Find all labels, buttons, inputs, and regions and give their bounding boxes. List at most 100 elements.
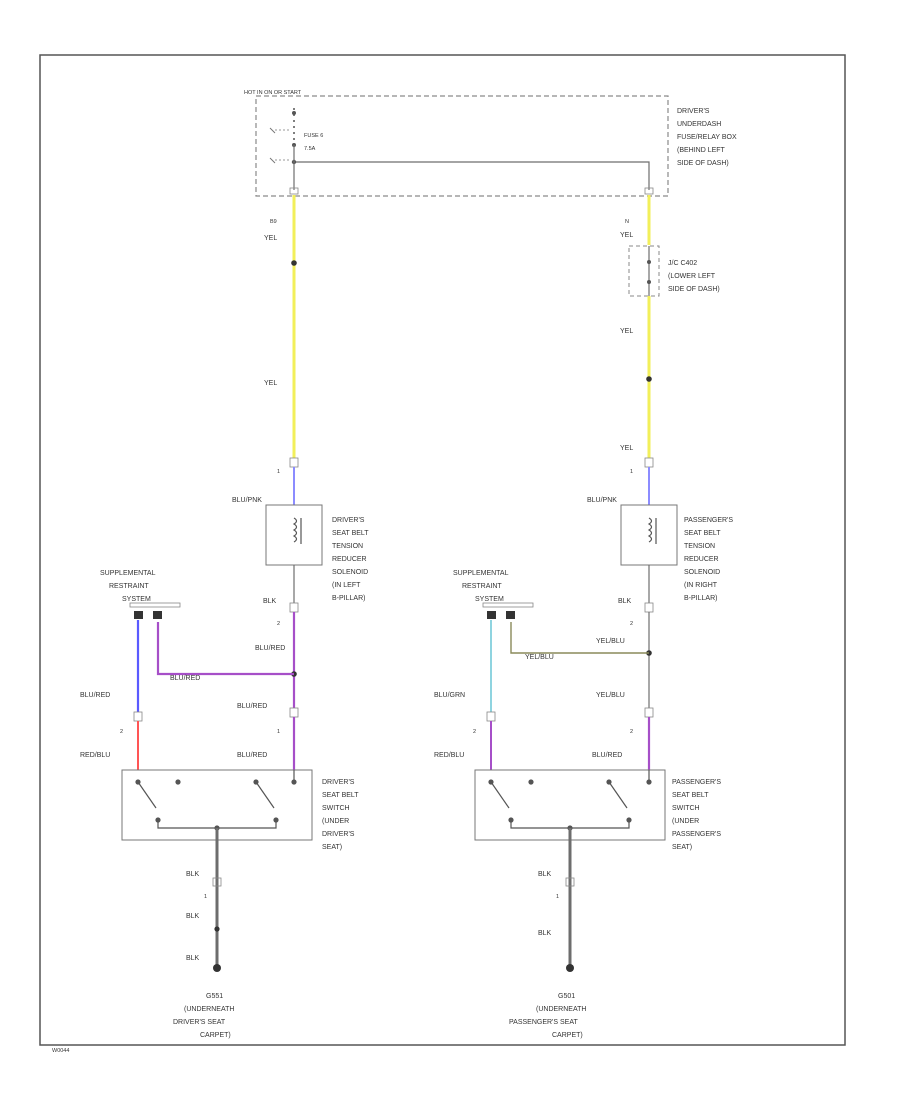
svg-text:DRIVER'S: DRIVER'S [322,779,355,786]
wire-label-blured: BLU/RED [237,752,267,759]
wire-label-redblu: RED/BLU [80,752,110,759]
fuse-box-outline [255,95,669,197]
svg-text:B-PILLAR): B-PILLAR) [332,595,365,602]
svg-text:(UNDER: (UNDER [672,818,699,825]
svg-text:CARPET): CARPET) [200,1032,231,1039]
pin-label: 1 [204,894,207,900]
wire-label-yel: YEL [264,380,277,387]
fuse-box-label-line: FUSE/RELAY BOX [677,134,737,141]
svg-text:CARPET): CARPET) [552,1032,583,1039]
svg-text:(IN RIGHT: (IN RIGHT [684,582,718,589]
svg-text:SOLENOID: SOLENOID [332,569,368,576]
svg-text:G551: G551 [206,993,223,1000]
svg-text:PASSENGER'S: PASSENGER'S [684,517,733,524]
wire-label-blk: BLK [618,598,632,605]
svg-text:DRIVER'S: DRIVER'S [332,517,365,524]
fuse-box-label-line: SIDE OF DASH) [677,160,729,167]
jc-outline [628,245,660,297]
svg-text:SEAT BELT: SEAT BELT [672,792,709,799]
pin-label: 1 [630,469,633,475]
left-srs-blured-wire [156,622,294,676]
fuse-box-label: DRIVER'S UNDERDASH FUSE/RELAY BOX (BEHIN… [677,108,737,167]
wire-label-yelblu: YEL/BLU [525,654,554,661]
svg-text:(UNDERNEATH: (UNDERNEATH [184,1006,234,1013]
wire-label-blured: BLU/RED [592,752,622,759]
wire-label-blured: BLU/RED [80,692,110,699]
wire-label-blupnk: BLU/PNK [232,497,262,504]
jc-label: J/C C402 (LOWER LEFT SIDE OF DASH) [668,260,720,293]
left-ground-label: G551 (UNDERNEATH DRIVER'S SEAT CARPET) [173,993,234,1039]
right-srs-connector [482,602,534,608]
left-switch-label: DRIVER'S SEAT BELT SWITCH (UNDER DRIVER'… [322,779,359,851]
pin-label: 1 [277,469,280,475]
wire-label-redblu: RED/BLU [434,752,464,759]
right-solenoid-coil-icon [647,517,653,543]
fuse-rating: 7.5A [304,146,316,152]
left-connector-number: B9 [270,219,277,225]
wire-label-blured: BLU/RED [255,645,285,652]
wire-label-blured: BLU/RED [170,675,200,682]
right-solenoid-box [620,504,678,566]
srs-label: SYSTEM [122,596,151,603]
srs-label: SUPPLEMENTAL [100,570,156,577]
pin-label: 2 [630,621,633,627]
svg-text:PASSENGER'S: PASSENGER'S [672,779,721,786]
wire-label-blk: BLK [263,598,277,605]
wire-label-blk: BLK [538,871,552,878]
wire-label-yelblu: YEL/BLU [596,692,625,699]
svg-text:(IN LEFT: (IN LEFT [332,582,361,589]
fuse-box-label-line: (BEHIND LEFT [677,147,726,154]
wire-label-yel: YEL [620,232,633,239]
wire-label-blugrn: BLU/GRN [434,692,465,699]
svg-text:(UNDERNEATH: (UNDERNEATH [536,1006,586,1013]
svg-text:PASSENGER'S SEAT: PASSENGER'S SEAT [509,1019,578,1026]
srs-label: SUPPLEMENTAL [453,570,509,577]
fuse-6: FUSE 6 7.5A [292,108,323,152]
wire-label-blupnk: BLU/PNK [587,497,617,504]
fuse-box-terminal-marks [269,127,290,164]
pin-label: 1 [277,729,280,735]
wire-label-blk: BLK [186,913,200,920]
svg-text:B-PILLAR): B-PILLAR) [684,595,717,602]
pin-label: 2 [277,621,280,627]
svg-text:SEAT): SEAT) [322,844,342,851]
right-ground-icon [566,964,574,972]
right-connector-number: N [625,219,629,225]
svg-text:SEAT BELT: SEAT BELT [322,792,359,799]
svg-text:SEAT BELT: SEAT BELT [684,530,721,537]
left-solenoid-box [265,504,323,566]
fuse-bus-wire [294,161,650,190]
wire-label-blured: BLU/RED [237,703,267,710]
right-ground-label: G501 (UNDERNEATH PASSENGER'S SEAT CARPET… [509,993,586,1039]
left-ground-icon [213,964,221,972]
left-circuit: YEL YEL 1 BLU/PNK DRIVER'S SEAT BELT TEN… [80,195,369,1039]
right-circuit: YEL J/C C402 (LOWER LEFT SIDE OF DASH) Y… [434,195,733,1039]
svg-text:SWITCH: SWITCH [322,805,350,812]
svg-text:SEAT): SEAT) [672,844,692,851]
diagram-frame [39,54,846,1046]
left-solenoid-coil-icon [292,517,298,543]
srs-label: RESTRAINT [462,583,502,590]
pin-label: 1 [556,894,559,900]
wire-label-blk: BLK [538,930,552,937]
svg-text:SOLENOID: SOLENOID [684,569,720,576]
fuse-box-label-line: DRIVER'S [677,108,710,115]
svg-text:(UNDER: (UNDER [322,818,349,825]
right-switch-contacts-icon [488,770,652,831]
right-solenoid-label: PASSENGER'S SEAT BELT TENSION REDUCER SO… [684,517,733,602]
svg-text:SIDE OF DASH): SIDE OF DASH) [668,286,720,293]
svg-text:PASSENGER'S: PASSENGER'S [672,831,721,838]
fuse-name: FUSE 6 [304,133,323,139]
srs-label: RESTRAINT [109,583,149,590]
wire-label-yel: YEL [620,328,633,335]
pin-label: 2 [473,729,476,735]
svg-text:TENSION: TENSION [684,543,715,550]
svg-text:DRIVER'S SEAT: DRIVER'S SEAT [173,1019,226,1026]
right-switch-label: PASSENGER'S SEAT BELT SWITCH (UNDER PASS… [672,779,721,851]
svg-text:REDUCER: REDUCER [332,556,367,563]
diagram-id: W0044 [52,1048,69,1054]
svg-text:(LOWER LEFT: (LOWER LEFT [668,273,716,280]
fuse-box-connectors [289,187,654,195]
svg-text:TENSION: TENSION [332,543,363,550]
